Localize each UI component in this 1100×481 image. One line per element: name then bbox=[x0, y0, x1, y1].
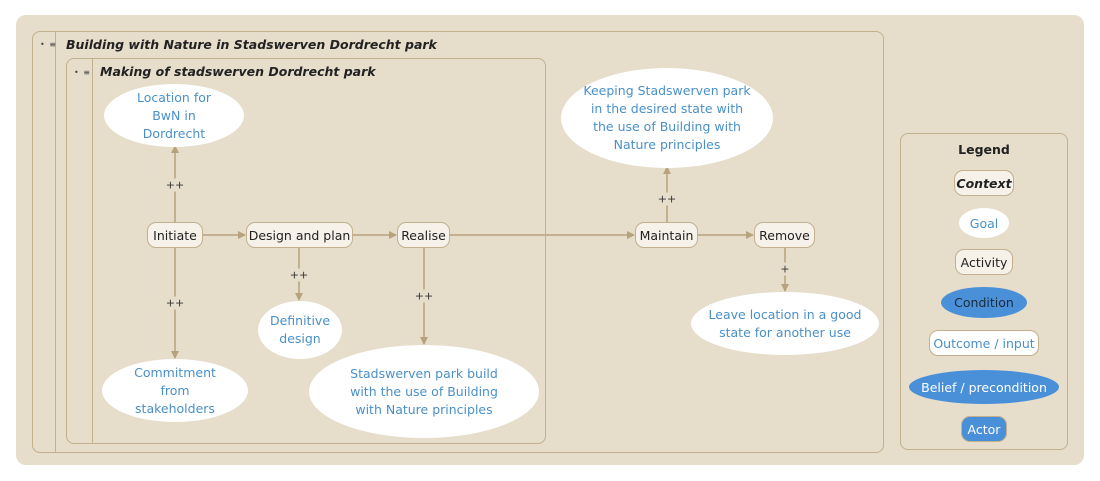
edge-label-maintain-keeping: ++ bbox=[655, 192, 679, 206]
activity-remove[interactable]: Remove bbox=[754, 222, 815, 248]
goal-location[interactable]: Location for BwN in Dordrecht bbox=[104, 84, 244, 147]
context-outer bbox=[32, 31, 884, 453]
legend-condition: Condition bbox=[941, 287, 1027, 318]
legend-goal: Goal bbox=[959, 208, 1009, 238]
context-outer-bar bbox=[55, 32, 56, 452]
collapse-outer-icon[interactable]: • ≡ bbox=[40, 40, 57, 49]
edge-label-remove-leave: + bbox=[778, 262, 792, 276]
context-inner bbox=[66, 58, 546, 444]
goal-keeping-park-text: Keeping Stadswerven park in the desired … bbox=[583, 83, 751, 152]
edge-label-initiate-location: ++ bbox=[163, 178, 187, 192]
activity-design-and-plan[interactable]: Design and plan bbox=[246, 222, 353, 248]
context-inner-bar bbox=[92, 59, 93, 443]
activity-realise[interactable]: Realise bbox=[397, 222, 450, 248]
edge-label-design-definitive: ++ bbox=[287, 268, 311, 282]
edge-label-realise-build: ++ bbox=[412, 289, 436, 303]
legend-actor: Actor bbox=[961, 416, 1007, 442]
legend-context: Context bbox=[954, 170, 1014, 196]
goal-leave-location-text: Leave location in a good state for anoth… bbox=[708, 306, 862, 340]
context-outer-title: Building with Nature in Stadswerven Dord… bbox=[66, 37, 437, 52]
legend-activity: Activity bbox=[955, 249, 1013, 275]
goal-commitment-text: Commitment from stakeholders bbox=[134, 364, 216, 416]
goal-park-build[interactable]: Stadswerven park build with the use of B… bbox=[309, 345, 539, 438]
collapse-inner-icon[interactable]: • ≡ bbox=[74, 68, 91, 77]
goal-definitive-design[interactable]: Definitive design bbox=[258, 301, 342, 359]
goal-definitive-design-text: Definitive design bbox=[269, 313, 331, 346]
goal-leave-location[interactable]: Leave location in a good state for anoth… bbox=[691, 292, 879, 355]
goal-park-build-text: Stadswerven park build with the use of B… bbox=[350, 365, 498, 417]
goal-keeping-park[interactable]: Keeping Stadswerven park in the desired … bbox=[561, 68, 773, 168]
edge-label-initiate-commitment: ++ bbox=[163, 296, 187, 310]
goal-commitment[interactable]: Commitment from stakeholders bbox=[102, 359, 248, 422]
legend-panel: Legend Context Goal Activity Condition O… bbox=[900, 133, 1068, 450]
context-inner-title: Making of stadswerven Dordrecht park bbox=[100, 64, 376, 79]
legend-title: Legend bbox=[958, 142, 1010, 157]
legend-belief-precondition: Belief / precondition bbox=[909, 370, 1059, 404]
activity-maintain[interactable]: Maintain bbox=[635, 222, 698, 248]
goal-location-text: Location for BwN in Dordrecht bbox=[136, 89, 212, 141]
legend-outcome-input: Outcome / input bbox=[929, 330, 1039, 356]
activity-initiate[interactable]: Initiate bbox=[147, 222, 203, 248]
